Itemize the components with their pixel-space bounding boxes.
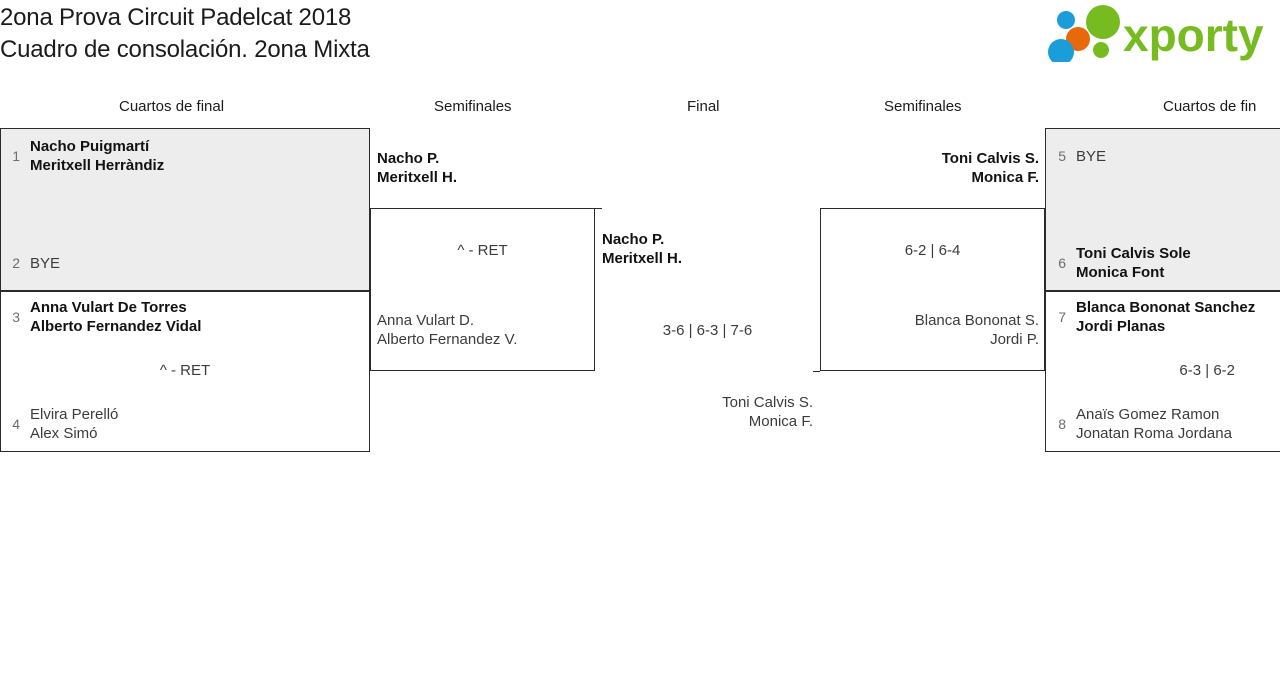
player-name-line-2: Jordi Planas <box>1076 318 1166 335</box>
match-box-quarterfinal-right-2[interactable] <box>1045 291 1280 452</box>
player-name-line-1: BYE <box>30 254 61 272</box>
match-box-semifinal-left[interactable] <box>370 208 595 371</box>
team-names-seed-4: Elvira Perelló Alex Simó <box>20 405 118 443</box>
seed-number-7: 7 <box>1058 309 1066 325</box>
player-name-line-2: Monica F. <box>971 169 1039 186</box>
round-header-semifinales-left: Semifinales <box>434 98 512 115</box>
team-slot-semifinal-right-bottom[interactable]: Blanca Bononat S. Jordi P. <box>825 310 1039 350</box>
team-names-seed-2: BYE <box>20 254 60 273</box>
team-names-semifinal-left-top: Nacho P. Meritxell H. <box>377 149 457 187</box>
team-slot-seed-6[interactable]: 6 Toni Calvis Sole Monica Font <box>1050 243 1280 283</box>
seed-number-1: 1 <box>12 148 20 164</box>
logo-dot-green-large <box>1086 5 1120 39</box>
player-name-line-1: Toni Calvis S. <box>941 150 1039 167</box>
match-box-quarterfinal-left-2[interactable] <box>0 291 370 452</box>
seed-number-6: 6 <box>1058 255 1066 271</box>
team-slot-semifinal-right-top[interactable]: Toni Calvis S. Monica F. <box>825 148 1039 188</box>
round-header-final: Final <box>687 98 720 115</box>
team-names-final-top: Nacho P. Meritxell H. <box>602 230 682 268</box>
player-name-line-1: BYE <box>1076 147 1107 165</box>
team-slot-seed-4[interactable]: 4 Elvira Perelló Alex Simó <box>4 404 364 444</box>
logo-wordmark: xporty <box>1123 9 1264 61</box>
player-name-line-1: Toni Calvis S. <box>722 394 813 411</box>
match-box-semifinal-right[interactable] <box>820 208 1045 371</box>
match-score-quarterfinal-right-2: 6-3 | 6-2 <box>1179 362 1235 379</box>
team-names-semifinal-right-top: Toni Calvis S. Monica F. <box>942 149 1039 187</box>
seed-number-2: 2 <box>12 255 20 271</box>
match-box-quarterfinal-right-1[interactable] <box>1045 128 1280 291</box>
team-slot-seed-7[interactable]: 7 Blanca Bononat Sanchez Jordi Planas <box>1050 297 1280 337</box>
page-title-line-1: 2ona Prova Circuit Padelcat 2018 <box>0 4 352 31</box>
player-name-line-2: Alberto Fernandez V. <box>377 331 518 348</box>
connector-semifinal-left-to-final <box>595 208 602 209</box>
round-header-semifinales-right: Semifinales <box>884 98 962 115</box>
player-name-line-2: Jordi P. <box>990 331 1039 348</box>
team-names-semifinal-left-bottom: Anna Vulart D. Alberto Fernandez V. <box>377 311 517 349</box>
match-score-semifinal-right: 6-2 | 6-4 <box>904 242 961 259</box>
seed-number-8: 8 <box>1058 416 1066 432</box>
page-title-line-2: Cuadro de consolación. 2ona Mixta <box>0 36 370 63</box>
match-score-quarterfinal-left-2: ^ - RET <box>159 362 211 379</box>
round-header-cuartos-right: Cuartos de fin <box>1163 98 1257 115</box>
match-box-quarterfinal-left-1[interactable] <box>0 128 370 291</box>
player-name-line-1: Anaïs Gomez Ramon <box>1076 406 1220 423</box>
xporty-logo[interactable]: xporty <box>1045 4 1277 62</box>
player-name-line-2: Monica Font <box>1076 264 1165 281</box>
player-name-line-1: Elvira Perelló <box>30 406 119 423</box>
logo-dot-green-small <box>1093 42 1109 58</box>
player-name-line-2: Alex Simó <box>30 425 98 442</box>
seed-number-4: 4 <box>12 416 20 432</box>
team-names-seed-8: Anaïs Gomez Ramon Jonatan Roma Jordana <box>1066 405 1232 443</box>
team-slot-semifinal-left-bottom[interactable]: Anna Vulart D. Alberto Fernandez V. <box>377 310 592 350</box>
team-names-seed-5: BYE <box>1066 147 1106 166</box>
team-slot-final-top[interactable]: Nacho P. Meritxell H. <box>602 229 812 269</box>
team-names-semifinal-right-bottom: Blanca Bononat S. Jordi P. <box>915 311 1039 349</box>
seed-number-3: 3 <box>12 309 20 325</box>
player-name-line-1: Blanca Bononat Sanchez <box>1076 299 1256 316</box>
player-name-line-1: Anna Vulart D. <box>377 312 474 329</box>
connector-final-to-semifinal-right <box>813 371 820 372</box>
team-slot-final-bottom[interactable]: Toni Calvis S. Monica F. <box>600 392 813 432</box>
team-names-final-bottom: Toni Calvis S. Monica F. <box>722 393 813 431</box>
player-name-line-1: Blanca Bononat S. <box>914 312 1039 329</box>
team-names-seed-1: Nacho Puigmartí Meritxell Herràndiz <box>20 137 164 175</box>
page-header: 2ona Prova Circuit Padelcat 2018 Cuadro … <box>0 0 1280 92</box>
team-slot-seed-2[interactable]: 2 BYE <box>4 243 364 283</box>
logo-dot-orange <box>1066 27 1090 51</box>
seed-number-5: 5 <box>1058 148 1066 164</box>
match-score-semifinal-left: ^ - RET <box>457 242 508 259</box>
player-name-line-1: Nacho Puigmartí <box>30 138 150 155</box>
team-slot-seed-8[interactable]: 8 Anaïs Gomez Ramon Jonatan Roma Jordana <box>1050 404 1280 444</box>
title-block: 2ona Prova Circuit Padelcat 2018 Cuadro … <box>0 2 370 66</box>
player-name-line-2: Meritxell H. <box>377 169 458 186</box>
team-slot-semifinal-left-top[interactable]: Nacho P. Meritxell H. <box>377 148 592 188</box>
player-name-line-2: Jonatan Roma Jordana <box>1076 425 1232 442</box>
player-name-line-2: Meritxell H. <box>602 250 683 267</box>
logo-dot-blue-small <box>1057 11 1075 29</box>
team-slot-seed-3[interactable]: 3 Anna Vulart De Torres Alberto Fernande… <box>4 297 364 337</box>
player-name-line-1: Nacho P. <box>602 231 665 248</box>
player-name-line-1: Nacho P. <box>377 150 440 167</box>
round-header-cuartos-left: Cuartos de final <box>119 98 225 115</box>
player-name-line-2: Alberto Fernandez Vidal <box>30 318 202 335</box>
player-name-line-2: Monica F. <box>748 413 813 430</box>
logo-dot-blue-large <box>1048 39 1074 62</box>
player-name-line-1: Toni Calvis Sole <box>1076 245 1191 262</box>
team-slot-seed-5[interactable]: 5 BYE <box>1050 136 1280 176</box>
team-slot-seed-1[interactable]: 1 Nacho Puigmartí Meritxell Herràndiz <box>4 136 364 176</box>
match-score-final: 3-6 | 6-3 | 7-6 <box>662 322 753 339</box>
player-name-line-2: Meritxell Herràndiz <box>30 157 165 174</box>
team-names-seed-3: Anna Vulart De Torres Alberto Fernandez … <box>20 298 201 336</box>
team-names-seed-6: Toni Calvis Sole Monica Font <box>1066 244 1191 282</box>
team-names-seed-7: Blanca Bononat Sanchez Jordi Planas <box>1066 298 1255 336</box>
player-name-line-1: Anna Vulart De Torres <box>30 299 187 316</box>
